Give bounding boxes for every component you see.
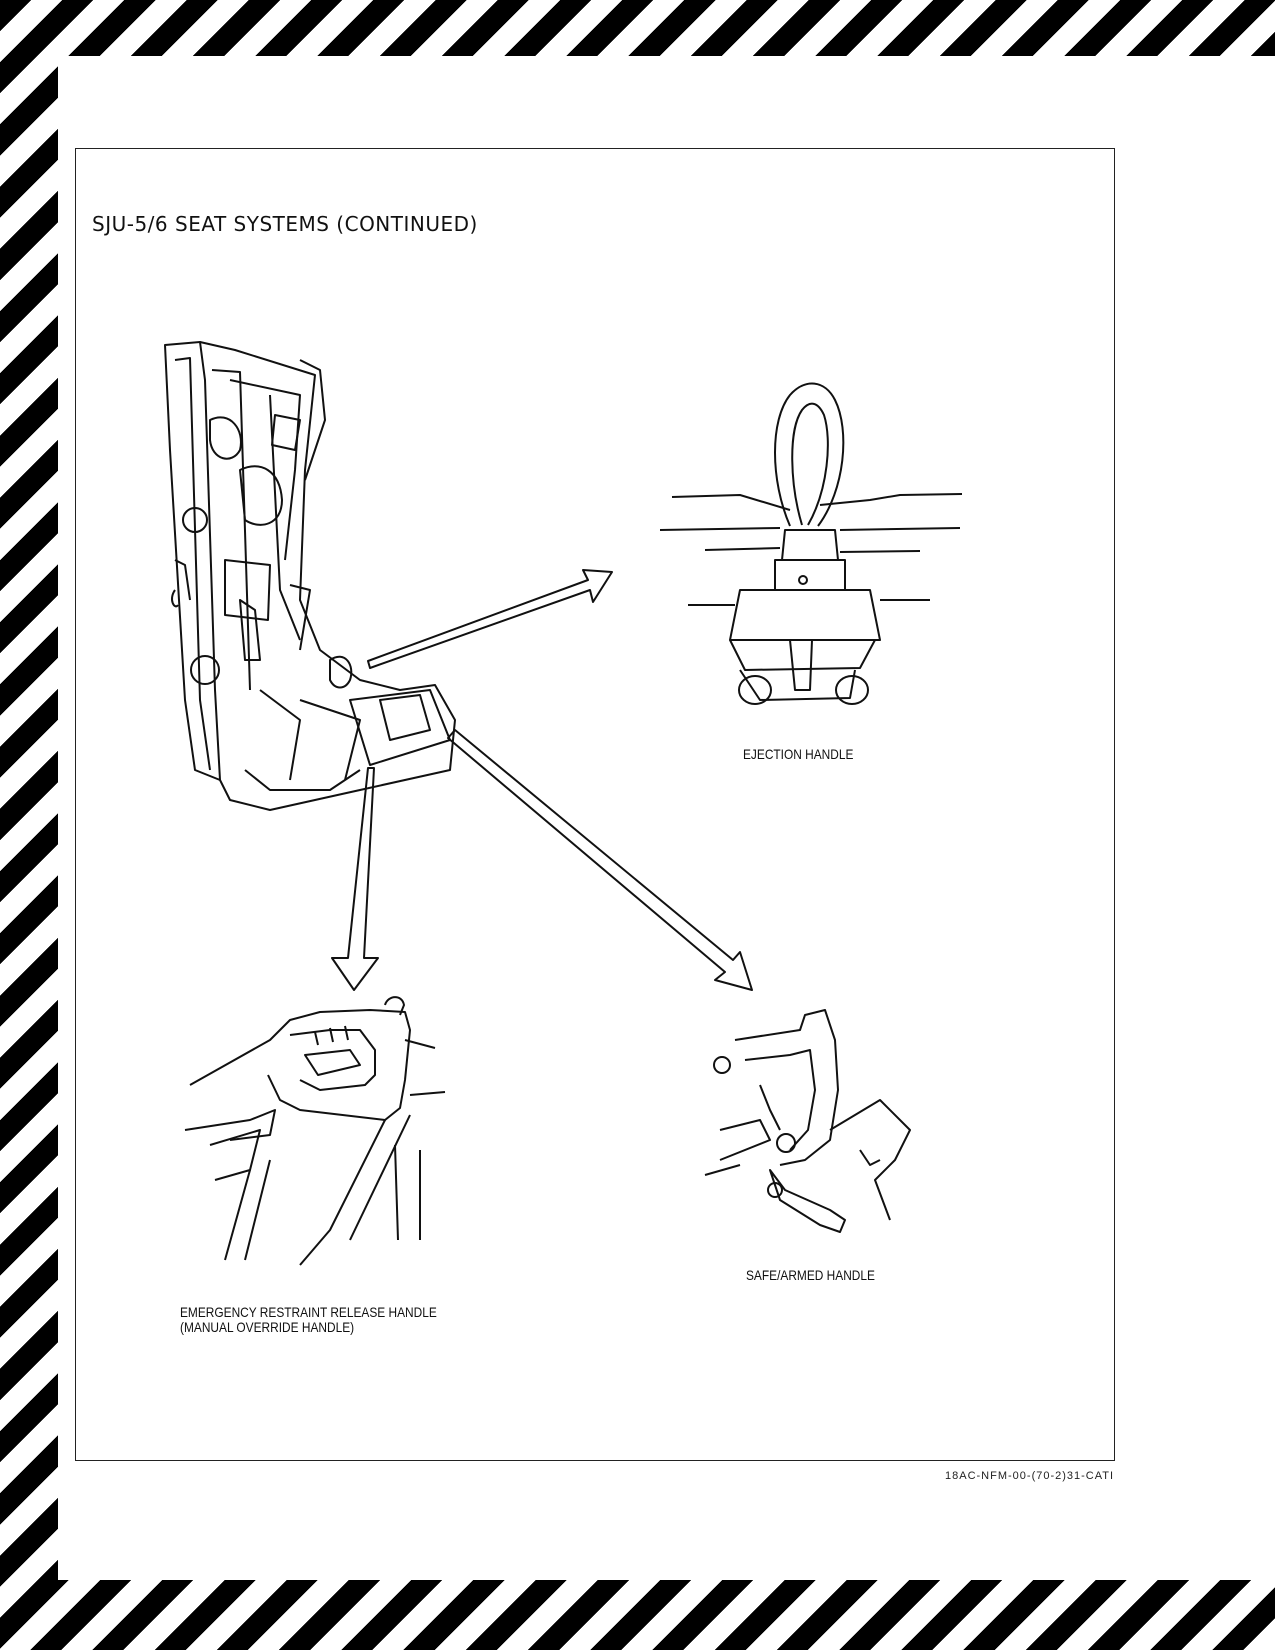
figure-code: 18AC-NFM-00-(70-2)31-CATI xyxy=(945,1470,1115,1482)
ejection-handle-drawing xyxy=(659,382,963,705)
ejection-seat-drawing xyxy=(164,341,456,811)
restraint-handle-drawing xyxy=(184,996,446,1266)
restraint-handle-caption-line2: (MANUAL OVERRIDE HANDLE) xyxy=(180,1319,355,1335)
ejection-handle-caption: EJECTION HANDLE xyxy=(743,746,854,762)
safe-armed-handle-caption: SAFE/ARMED HANDLE xyxy=(746,1267,875,1283)
page-title: SJU-5/6 SEAT SYSTEMS (CONTINUED) xyxy=(92,212,478,236)
safe-armed-handle-drawing xyxy=(704,1009,911,1233)
restraint-handle-caption-line1: EMERGENCY RESTRAINT RELEASE HANDLE xyxy=(180,1304,437,1320)
callout-arrows xyxy=(331,569,753,991)
